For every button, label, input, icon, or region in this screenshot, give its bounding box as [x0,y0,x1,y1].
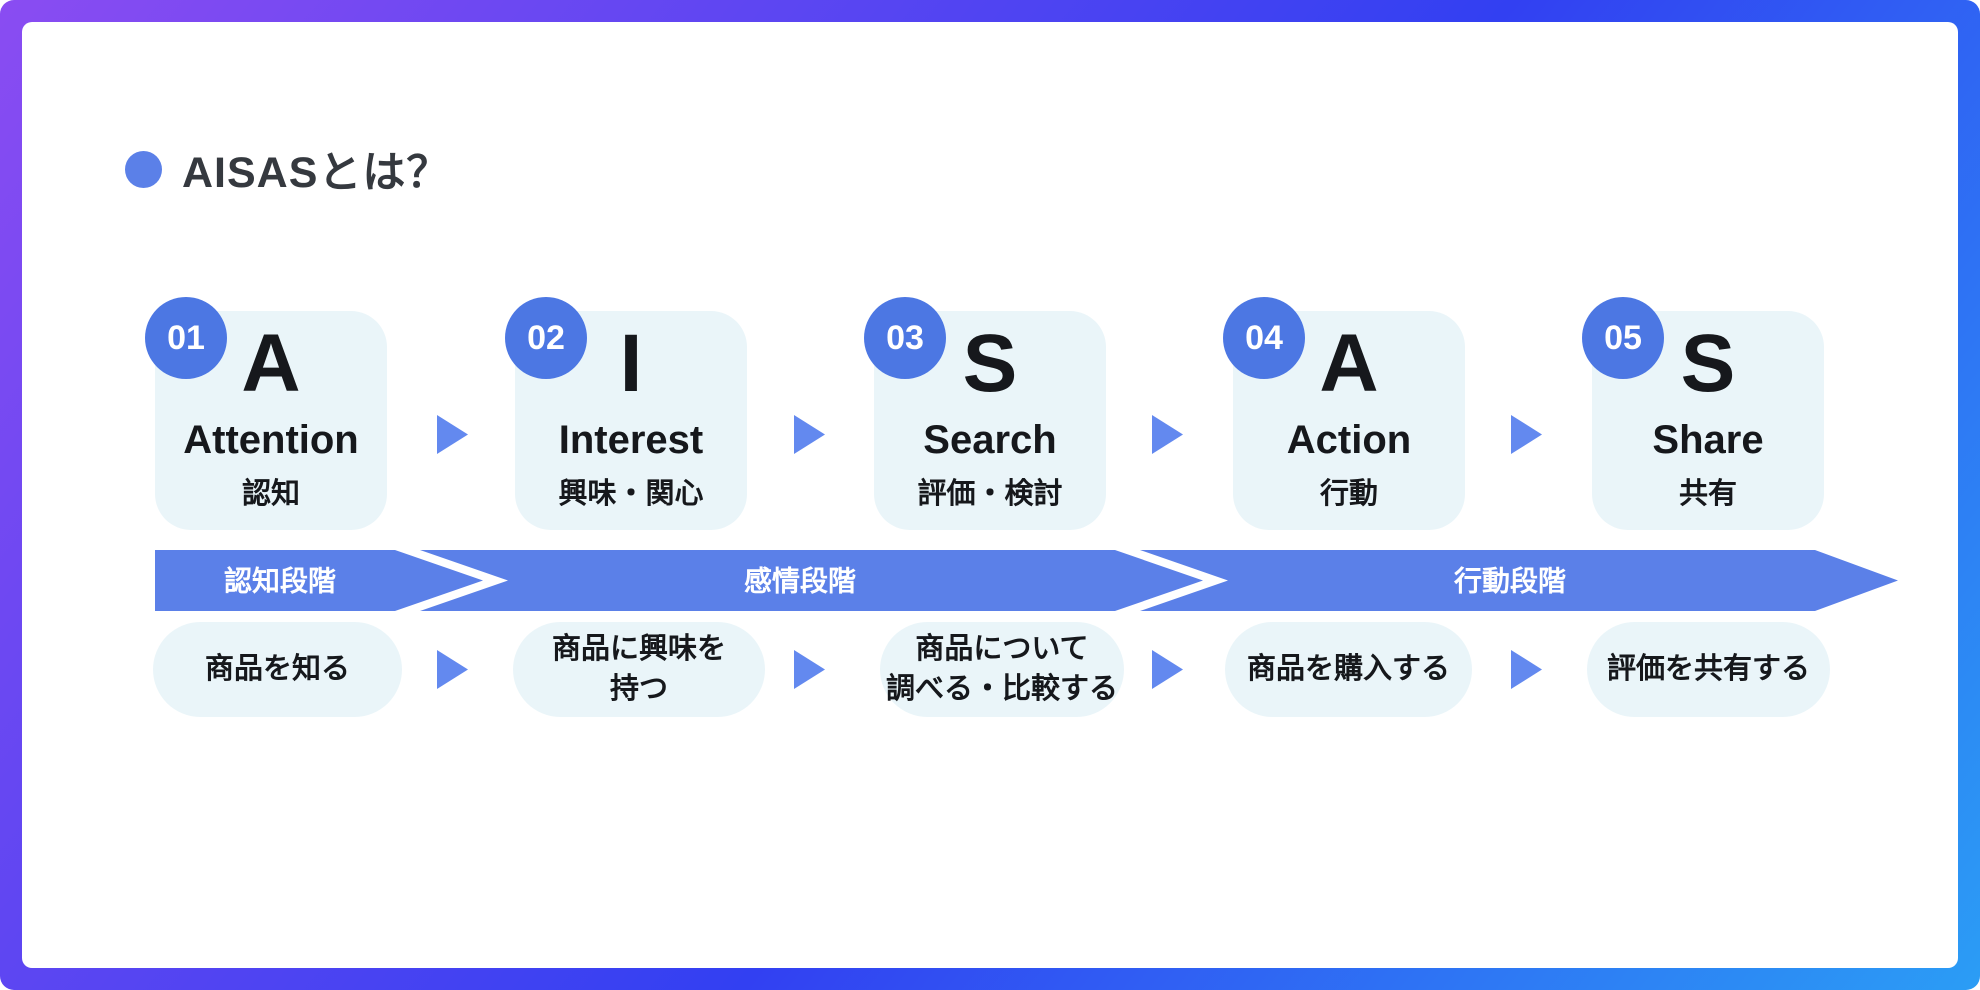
stage-number-badge: 04 [1223,297,1305,379]
stage-name: Attention [183,418,359,462]
stage-subtitle: 評価・検討 [917,478,1063,510]
stage-number-badge: 01 [145,297,227,379]
stage-letter: A [241,318,301,409]
stage-subtitle: 共有 [1678,478,1737,510]
stage-card-share: 05 S Share 共有 [1582,297,1824,530]
action-pill-action: 商品を購入する [1225,622,1472,717]
stage-number-badge: 03 [864,297,946,379]
stage-name: Share [1652,418,1764,462]
stage-number-badge: 05 [1582,297,1664,379]
stage-name: Interest [558,418,704,462]
action-pill-label: 商品に興味を [551,633,726,666]
title-text: AISASとは？ [182,149,451,197]
stage-card-search: 03 S Search 評価・検討 [864,297,1106,530]
action-pill-label: 商品を購入する [1246,652,1450,685]
stage-card-action: 04 A Action 行動 [1223,297,1465,530]
stage-name: Action [1286,418,1412,462]
action-pill-label: 調べる・比較する [885,672,1118,705]
action-pill-search: 商品について 調べる・比較する [880,622,1124,717]
action-pill-label: 評価を共有する [1606,652,1810,685]
stage-letter: A [1319,318,1379,409]
action-pill-interest: 商品に興味を 持つ [513,622,765,717]
stage-subtitle: 認知 [241,478,300,510]
stage-subtitle: 興味・関心 [558,478,704,510]
action-pill-label: 商品について [915,633,1089,666]
action-pill-attention: 商品を知る [153,622,402,717]
page-title: AISASとは？ [125,138,450,200]
stage-card-interest: 02 I Interest 興味・関心 [505,297,747,530]
stage-letter: I [619,318,643,409]
stage-name: Search [923,418,1057,462]
stage-subtitle: 行動 [1319,478,1378,510]
stage-letter: S [962,318,1018,409]
stage-card-attention: 01 A Attention 認知 [145,297,387,530]
stage-number-badge: 02 [505,297,587,379]
action-pill-label: 持つ [609,672,668,705]
action-pill-label: 商品を知る [204,652,350,685]
stage-letter: S [1680,318,1736,409]
action-pill-share: 評価を共有する [1587,622,1830,717]
bullet-circle-icon [125,150,162,188]
